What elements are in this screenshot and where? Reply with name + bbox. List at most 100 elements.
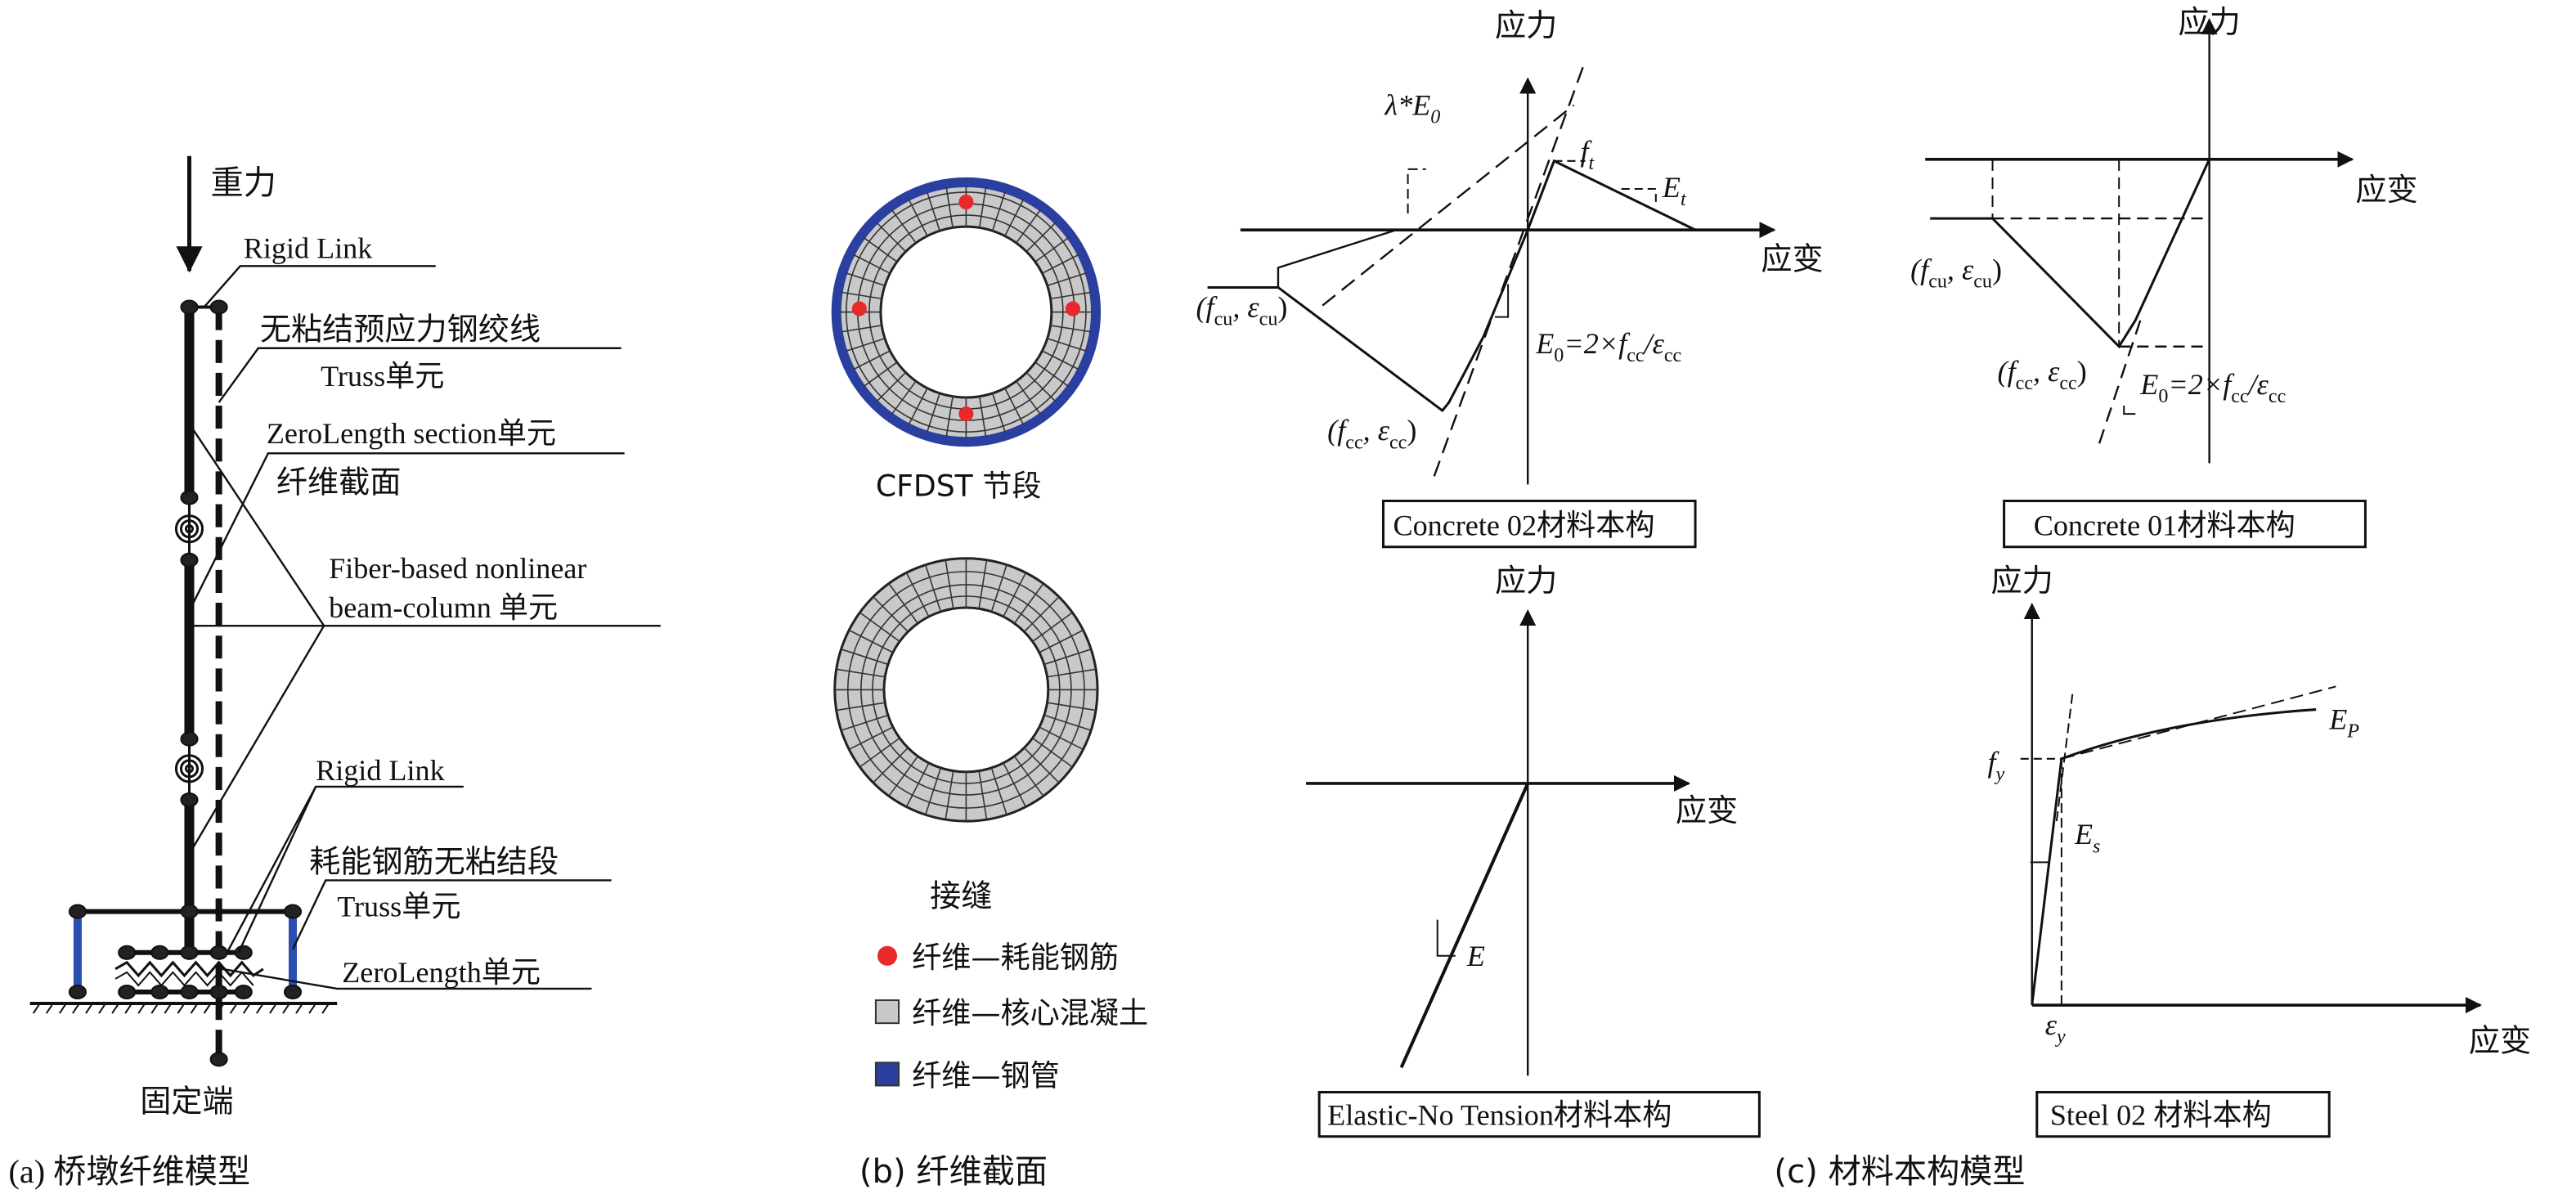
fiber-mesh-line — [891, 380, 917, 415]
elastic-title-box — [1317, 1090, 1761, 1138]
zl-section-label: ZeroLength section单元 — [267, 417, 556, 450]
concrete01-title: Concrete 01材料本构 — [2034, 509, 2296, 542]
fiber-mesh-line — [1025, 222, 1057, 253]
fiber-beam-label-2: beam-column 单元 — [329, 591, 558, 624]
fiber-mesh-line — [978, 559, 988, 609]
stress-label: 应力 — [1495, 7, 1557, 43]
fiber-mesh-line — [1003, 762, 1027, 807]
fiber-mesh-line — [945, 770, 954, 820]
Es-label: Es — [2074, 818, 2100, 857]
fiber-mesh-line — [1023, 596, 1060, 633]
fiber-mesh-line — [848, 629, 894, 653]
fiber-mesh-line — [853, 254, 891, 274]
spiral-spring-icon — [174, 514, 204, 544]
fiber-mesh-line — [1043, 649, 1092, 666]
ft-label: ft — [1580, 135, 1595, 174]
fiber-mesh-line — [1016, 209, 1041, 244]
fiber-mesh-line — [1004, 388, 1025, 425]
fiber-mesh-line — [1050, 325, 1092, 333]
strain-label: 应变 — [1676, 792, 1738, 828]
concrete01-labels: 应力 应变 (fcu, εcu) (fcc, εcc) E0=2×fcc/εcc… — [1910, 4, 2418, 549]
fiber-mesh-line — [888, 756, 919, 797]
fiber-mesh-line — [1043, 714, 1092, 731]
fiber-mesh-line — [926, 191, 940, 231]
strain-label: 应变 — [2469, 1022, 2531, 1058]
concrete02-title-box — [1381, 500, 1697, 549]
fiber-mesh-line — [978, 186, 987, 228]
caption-c: (c) 材料本构模型 — [1774, 1153, 2025, 1191]
fiber-mesh-line — [841, 649, 889, 666]
tendon-label: 无粘结预应力钢绞线 — [260, 312, 541, 348]
stress-label: 应力 — [1495, 563, 1557, 599]
fiber-mesh-line — [1032, 612, 1073, 643]
fiber-mesh-line — [1042, 350, 1079, 370]
fiber-mesh-line — [1047, 272, 1087, 287]
fiber-mesh-line — [1003, 572, 1027, 617]
steel02-labels: 应力 应变 fy EP Es εy Steel 02 材料本构 — [1988, 563, 2531, 1138]
ground-hatch — [32, 1003, 330, 1014]
steel02-plot — [2020, 603, 2483, 1014]
fiber-mesh-line — [1032, 737, 1073, 768]
elastic-plot — [1306, 609, 1691, 1076]
segment-label: CFDST 节段 — [876, 468, 1042, 503]
fiber-mesh-line — [1034, 361, 1069, 388]
rebar-legend-icon — [877, 945, 898, 966]
fiber-mesh-line — [1023, 747, 1060, 783]
fiber-mesh-line — [859, 612, 900, 643]
fiber-mesh-line — [1004, 199, 1025, 236]
E0-label: E0=2×fcc/εcc — [1535, 327, 1681, 366]
fiber-mesh-line — [978, 770, 988, 820]
fiber-mesh-line — [841, 325, 882, 333]
fiber-mesh-line — [924, 564, 942, 613]
fiber-mesh-line — [846, 338, 886, 352]
energy-truss-label: Truss单元 — [337, 891, 460, 923]
fiber-mesh-line — [1047, 338, 1087, 352]
fiber-mesh-line — [905, 572, 930, 617]
fiber-mesh-line — [863, 361, 898, 388]
fiber-mesh-line — [846, 272, 886, 287]
joint-section — [833, 557, 1099, 823]
fiber-mesh-line — [1016, 380, 1041, 415]
joint-label: 接缝 — [930, 878, 992, 914]
fiber-mesh-line — [873, 596, 909, 633]
gravity-label: 重力 — [211, 164, 276, 202]
elastic-labels: 应力 应变 E Elastic-No Tension材料本构 — [1317, 563, 1761, 1138]
Et-label: Et — [1662, 171, 1687, 210]
caption-a: (a) 桥墩纤维模型 — [9, 1153, 251, 1190]
fiber-mesh-line — [1013, 756, 1044, 797]
Ep-label: EP — [2328, 703, 2359, 743]
fcu-label: (fcu, εcu) — [1910, 253, 2002, 292]
concrete01-title-box — [2003, 500, 2367, 549]
fiber-mesh-line — [991, 191, 1006, 231]
legend-concrete: 纤维—核心混凝土 — [912, 995, 1148, 1030]
spiral-spring-icon — [174, 754, 204, 783]
fiber-mesh-line — [853, 350, 891, 370]
panel-a-pier-model — [29, 155, 661, 1067]
legend-rebar: 纤维—耗能钢筋 — [912, 940, 1119, 975]
rigid-link-top-label: Rigid Link — [244, 231, 373, 264]
steel-tube-legend-icon — [874, 1062, 900, 1087]
tendon-element-label: Truss单元 — [321, 360, 444, 393]
strain-label: 应变 — [1761, 240, 1823, 276]
fiber-mesh-line — [863, 237, 898, 263]
fiber-mesh-line — [991, 393, 1006, 433]
steel02-title-box — [2035, 1090, 2331, 1138]
fiber-mesh-line — [1050, 291, 1092, 300]
fiber-mesh-line — [945, 559, 954, 609]
fiber-mesh-line — [926, 393, 940, 433]
fiber-mesh-line — [945, 396, 954, 438]
strain-label: 应变 — [2355, 172, 2417, 208]
fcc-label: (fcc, εcc) — [1998, 355, 2087, 394]
zerolength-label: ZeroLength单元 — [342, 956, 541, 989]
fiber-mesh-line — [836, 702, 886, 711]
fiber-mesh-line — [1042, 254, 1079, 274]
fiber-mesh-line — [891, 209, 917, 244]
steel02-title: Steel 02 材料本构 — [2050, 1099, 2272, 1132]
fiber-mesh-line — [1047, 702, 1097, 711]
E0-label: E0=2×fcc/εcc — [2139, 368, 2286, 407]
fiber-mesh-line — [836, 668, 886, 678]
fiber-mesh-line — [905, 762, 930, 807]
E-label: E — [1466, 940, 1485, 972]
fiber-section-label: 纤维截面 — [276, 464, 402, 500]
